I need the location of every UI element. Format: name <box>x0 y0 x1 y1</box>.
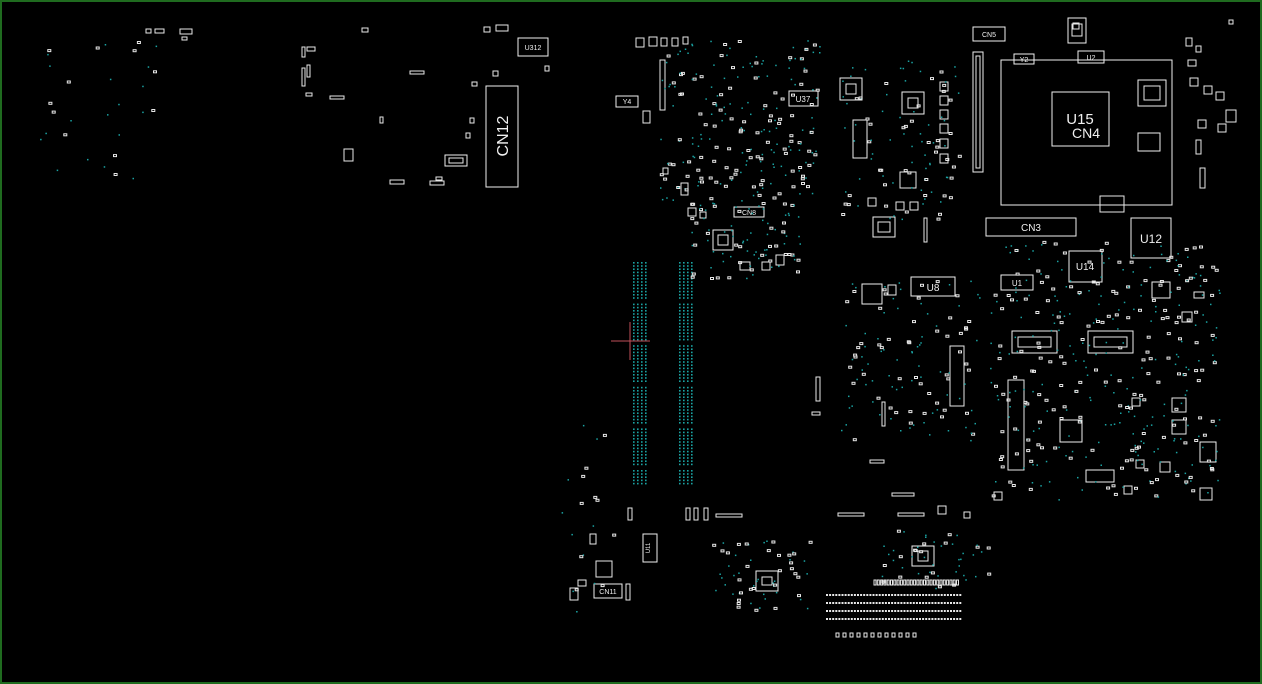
pad-column <box>939 81 949 164</box>
cn12-connector: CN12 <box>485 85 519 188</box>
part-left-label <box>444 154 468 167</box>
u15-label: U15 <box>1066 111 1094 128</box>
cn8-area: CN8 <box>687 206 785 271</box>
bottom-connector-row <box>826 579 962 638</box>
u312-label: U312 <box>525 45 542 52</box>
cn4-label: CN4 <box>1072 125 1100 141</box>
cn3-connector: CN3 <box>985 217 1077 237</box>
right-edge-pads <box>1072 19 1237 501</box>
u12-label: U12 <box>1140 232 1162 246</box>
y4-label: Y4 <box>623 99 632 106</box>
u8-chip: U8 <box>861 276 956 305</box>
u312-chip: U312 <box>517 37 549 57</box>
u14-label: U14 <box>1076 262 1095 273</box>
bottom-left-parts: U11 CN11 <box>569 507 935 601</box>
u37-chip: U37 <box>788 77 925 159</box>
y4-area: Y4 <box>615 36 689 196</box>
u37-label: U37 <box>796 95 811 104</box>
cn8-label: CN8 <box>742 210 756 217</box>
u11-label: U11 <box>646 542 652 553</box>
center-group <box>867 171 928 243</box>
u8-label: U8 <box>927 283 940 294</box>
cn3-label: CN3 <box>1021 223 1041 234</box>
cn12-label: CN12 <box>495 115 512 156</box>
u14-chip: U14 <box>1068 250 1103 283</box>
u12-chip: U12 <box>1130 217 1172 259</box>
u1-chip: U1 <box>1000 274 1171 299</box>
crosshair-cursor <box>611 322 650 360</box>
lower-right-cluster <box>993 379 1145 501</box>
cn11-label: CN11 <box>599 589 616 596</box>
center-lower <box>685 345 971 521</box>
bga-grids <box>633 262 693 485</box>
y2-label: Y2 <box>1020 57 1029 64</box>
u1-label: U1 <box>1012 279 1023 288</box>
vias <box>40 40 1221 613</box>
u2-label: U2 <box>1087 55 1096 62</box>
memory-chips <box>1011 330 1134 354</box>
u15-region: U15 CN4 Y2 U2 <box>1000 17 1173 213</box>
top-left-parts <box>145 24 550 186</box>
cn5-connector: CN5 <box>972 26 1006 173</box>
cn5-label: CN5 <box>982 32 996 39</box>
